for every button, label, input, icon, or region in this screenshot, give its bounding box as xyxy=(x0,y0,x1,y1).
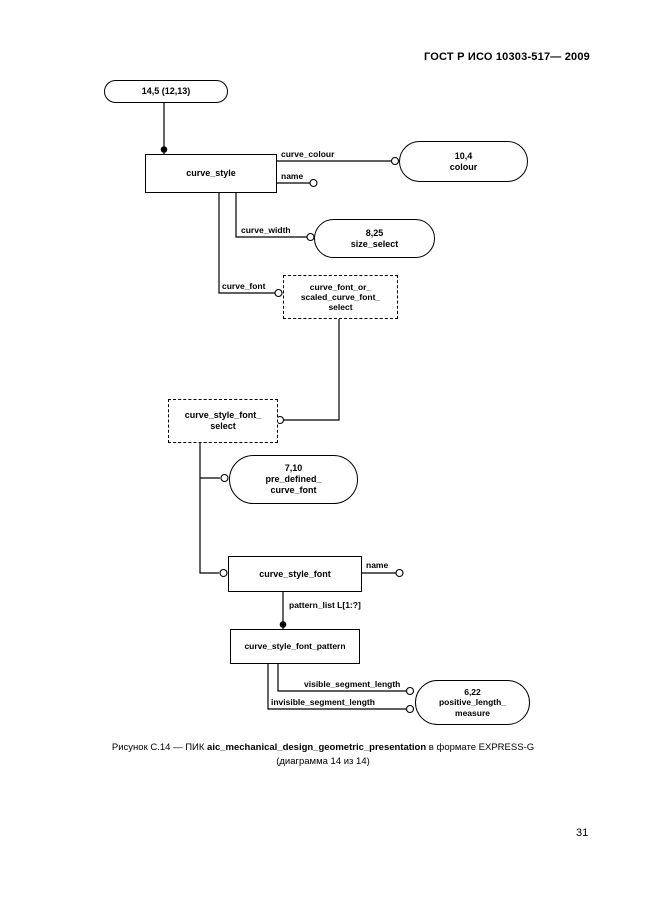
edge-invisible-segment-length xyxy=(267,662,406,710)
type-positive-length-label1: positive_length_ xyxy=(438,697,507,708)
type-pre-defined-label2: curve_font xyxy=(270,484,317,495)
select-curve-font-or-line1: curve_font_or_ xyxy=(309,281,372,292)
type-colour-ref: 10,4 xyxy=(454,150,473,161)
page-number: 31 xyxy=(576,827,589,839)
entity-curve-style-font-pattern-label: curve_style_font_pattern xyxy=(244,641,346,652)
edge-label-name2: name xyxy=(366,560,389,570)
page-ref-label: 14,5 (12,13) xyxy=(141,86,191,97)
type-positive-length-measure-oval: 6,22 positive_length_ measure xyxy=(415,680,530,725)
edge-label-curve-width: curve_width xyxy=(241,225,291,235)
select-curve-font-or-line3: select xyxy=(328,302,353,313)
edge-label-invisible-segment-length: invisible_segment_length xyxy=(271,697,375,707)
edge-visible-segment-length xyxy=(277,662,406,692)
edge-select-to-curve-style-font-select xyxy=(284,317,340,421)
circle-terminator-visible xyxy=(405,686,415,696)
circle-terminator-name1 xyxy=(309,178,318,188)
edge-label-curve-colour: curve_colour xyxy=(281,149,335,159)
select-curve-font-or: curve_font_or_ scaled_curve_font_ select xyxy=(283,275,398,319)
type-positive-length-label2: measure xyxy=(455,707,490,718)
dot-pattern-anchor xyxy=(279,621,287,628)
edge-curve-width xyxy=(235,191,307,238)
type-pre-defined-curve-font-oval: 7,10 pre_defined_ curve_font xyxy=(229,455,358,504)
edge-label-visible-segment-length: visible_segment_length xyxy=(304,679,401,689)
circle-terminator-curve-font xyxy=(274,288,283,298)
entity-curve-style-font-pattern: curve_style_font_pattern xyxy=(230,629,360,664)
type-pre-defined-label1: pre_defined_ xyxy=(265,474,322,485)
type-colour-oval: 10,4 colour xyxy=(399,141,528,182)
edge-label-pattern-list: pattern_list L[1:?] xyxy=(289,600,361,610)
type-size-select-ref: 8,25 xyxy=(365,227,384,238)
select-curve-style-font-select-line2: select xyxy=(210,421,236,431)
entity-curve-style-font: curve_style_font xyxy=(228,556,362,592)
entity-curve-style: curve_style xyxy=(145,154,277,193)
edge-label-name1: name xyxy=(281,171,304,181)
select-curve-style-font-select: curve_style_font_ select xyxy=(168,399,278,443)
figure-caption-line2: (диаграмма 14 из 14) xyxy=(276,756,370,767)
circle-terminator-invisible xyxy=(405,704,415,714)
caption-aic-name: aic_mechanical_design_geometric_presenta… xyxy=(207,742,427,753)
page-ref-oval: 14,5 (12,13) xyxy=(104,80,228,103)
caption-prefix: Рисунок С.14 — ПИК xyxy=(111,742,208,753)
dot-curve-style-anchor xyxy=(160,146,168,153)
circle-terminator-curve-colour xyxy=(390,156,400,166)
type-size-select-oval: 8,25 size_select xyxy=(314,219,435,258)
entity-curve-style-label: curve_style xyxy=(186,168,236,179)
select-curve-font-or-line2: scaled_curve_font_ xyxy=(300,291,381,302)
type-pre-defined-ref: 7,10 xyxy=(284,463,303,474)
edge-curve-font xyxy=(218,191,275,294)
entity-curve-style-font-label: curve_style_font xyxy=(259,568,331,579)
edge-label-curve-font: curve_font xyxy=(222,281,266,291)
figure-caption: Рисунок С.14 — ПИК aic_mechanical_design… xyxy=(0,742,646,753)
type-colour-label: colour xyxy=(449,161,478,172)
circle-terminator-select-pre-defined xyxy=(220,473,229,483)
circle-terminator-curve-width xyxy=(306,232,315,242)
caption-suffix: в формате EXPRESS-G xyxy=(426,742,535,753)
edge-select-to-curve-style-font xyxy=(199,441,219,574)
circle-terminator-select-font xyxy=(219,568,228,578)
circle-terminator-name2 xyxy=(395,568,404,578)
select-curve-style-font-select-line1: curve_style_font_ xyxy=(184,410,262,421)
type-size-select-label: size_select xyxy=(350,238,399,249)
document-header: ГОСТ Р ИСО 10303-517— 2009 xyxy=(423,51,590,63)
type-positive-length-ref: 6,22 xyxy=(464,687,481,698)
